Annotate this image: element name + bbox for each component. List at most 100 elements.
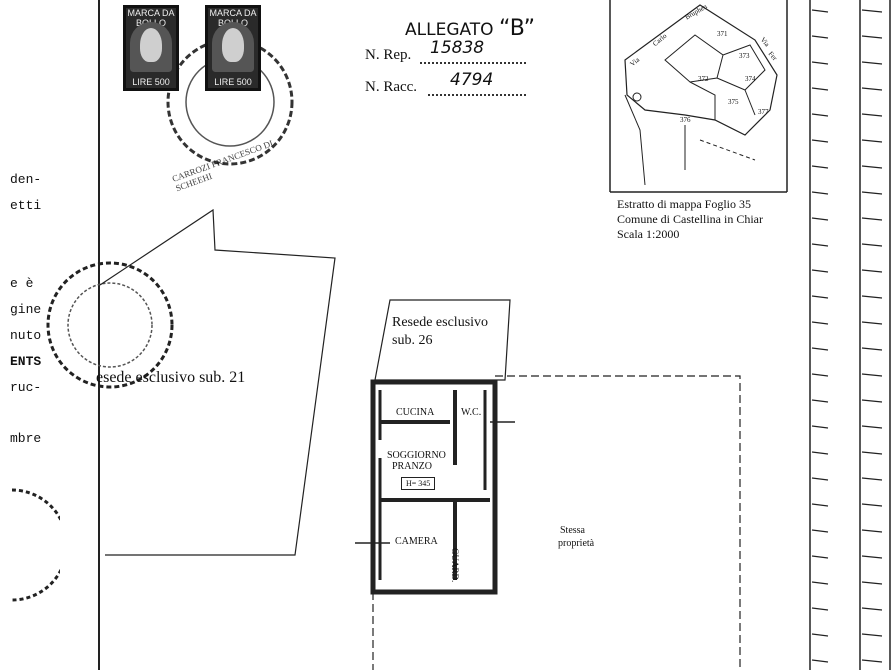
notary-seal-left	[46, 261, 174, 389]
room-wc: W.C.	[461, 407, 482, 418]
page-edge-tick	[811, 191, 829, 195]
property-boundary	[495, 375, 741, 670]
revenue-stamp-2: MARCA DA BOLLO LIRE 500	[205, 5, 261, 91]
page-edge-tick	[861, 35, 883, 39]
margin-fragment: nuto	[10, 328, 42, 343]
map-parcel-number: 371	[717, 30, 728, 38]
rep-label: N. Rep.	[365, 47, 412, 63]
page-edge-tick	[861, 425, 883, 429]
resede-26-line1: Resede esclusivo	[392, 315, 489, 330]
building-outer-wall	[370, 379, 498, 595]
page-edge-tick	[811, 607, 829, 611]
map-parcel-number: 377	[758, 108, 769, 116]
page-edge-tick	[811, 61, 829, 65]
page-edge-tick	[811, 87, 829, 91]
page-edge-tick	[861, 139, 883, 143]
allegato-label: ALLEGATO	[405, 20, 494, 40]
cadastral-map-inset	[609, 0, 788, 193]
map-parcel-number: 373	[739, 52, 750, 60]
map-parcel-number: 374	[745, 75, 756, 83]
revenue-stamp-1: MARCA DA BOLLO LIRE 500	[123, 5, 179, 91]
margin-fragment: etti	[10, 198, 42, 213]
room-guardaroba: GUARD.	[450, 548, 460, 583]
page-edge-tick	[811, 269, 829, 273]
racc-underline	[428, 94, 526, 96]
stamp-value-text: LIRE 500	[214, 77, 252, 87]
page-edge-tick	[861, 633, 883, 637]
page-left-edge	[98, 0, 100, 670]
page-edge-tick	[811, 165, 829, 169]
map-parcel-number: 375	[728, 98, 739, 106]
page-edge-tick	[861, 191, 883, 195]
proprieta-label: proprietà	[558, 538, 595, 549]
racc-value: 4794	[450, 70, 494, 90]
page-stack-edges	[809, 0, 891, 670]
rep-underline	[420, 62, 526, 64]
map-caption-foglio: Estratto di mappa Foglio 35	[617, 197, 751, 211]
page-edge-tick	[861, 399, 883, 403]
page-edge-tick	[861, 269, 883, 273]
room-cucina: CUCINA	[396, 407, 435, 418]
notary-seal-bottom	[11, 488, 60, 602]
page-edge-tick	[811, 581, 829, 585]
page-edge-tick	[811, 425, 829, 429]
page-edge-tick	[861, 373, 883, 377]
page-edge-tick	[811, 35, 829, 39]
allegato-title: ALLEGATO “B”	[405, 16, 535, 41]
resede-26-line2: sub. 26	[392, 333, 433, 348]
stessa-label: Stessa	[560, 525, 585, 536]
page-edge-tick	[811, 529, 829, 533]
page-edge-tick	[811, 399, 829, 403]
margin-fragment: den-	[10, 172, 42, 187]
page-edge-tick	[811, 295, 829, 299]
page-edge-tick	[811, 321, 829, 325]
page-edge-tick	[811, 555, 829, 559]
room-camera: CAMERA	[395, 536, 438, 547]
map-parcel-number: 372	[698, 75, 709, 83]
page-edge-tick	[861, 217, 883, 221]
room-pranzo: PRANZO	[392, 461, 433, 472]
map-caption-comune: Comune di Castellina in Chiar	[617, 212, 763, 226]
map-parcel-number: 376	[680, 116, 691, 124]
margin-fragment: ENTS	[10, 354, 42, 369]
page-edge-tick	[861, 243, 883, 247]
margin-fragment: e è	[10, 276, 34, 291]
racc-label: N. Racc.	[365, 79, 418, 95]
page-edge-tick	[861, 165, 883, 169]
page-edge-tick	[811, 113, 829, 117]
map-caption: Estratto di mappa Foglio 35 Comune di Ca…	[617, 197, 763, 242]
page-edge-tick	[861, 503, 883, 507]
page-edge-tick	[861, 321, 883, 325]
page-edge-tick	[861, 607, 883, 611]
page-edge-tick	[811, 139, 829, 143]
map-caption-scala: Scala 1:2000	[617, 227, 680, 241]
room-soggiorno: SOGGIORNO	[387, 450, 446, 461]
page-edge-tick	[811, 451, 829, 455]
ceiling-height: H= 345	[401, 477, 436, 490]
page-edge-tick	[811, 659, 829, 663]
page-edge-tick	[861, 295, 883, 299]
margin-fragment: mbre	[10, 431, 42, 446]
margin-fragment: ruc-	[10, 380, 42, 395]
floor-plan	[99, 208, 741, 670]
page-edge-tick	[861, 555, 883, 559]
page-edge-tick	[861, 9, 883, 13]
resede-21-label: esede esclusivo sub. 21	[96, 369, 246, 386]
page-edge-tick	[811, 477, 829, 481]
page-edge-tick	[861, 477, 883, 481]
allegato-letter: “B”	[498, 16, 535, 41]
page-edge-tick	[861, 347, 883, 351]
page-edge-tick	[861, 659, 883, 663]
stamp-value-text: LIRE 500	[132, 77, 170, 87]
page-edge-tick	[861, 61, 883, 65]
page-edge-tick	[811, 9, 829, 13]
page-edge-tick	[861, 113, 883, 117]
page-edge-tick	[811, 243, 829, 247]
rep-value: 15838	[430, 38, 485, 58]
page-edge-tick	[861, 451, 883, 455]
page-edge-tick	[811, 347, 829, 351]
margin-fragment: gine	[10, 302, 42, 317]
page-edge-tick	[861, 87, 883, 91]
page-edge-tick	[811, 633, 829, 637]
page-edge-tick	[811, 503, 829, 507]
